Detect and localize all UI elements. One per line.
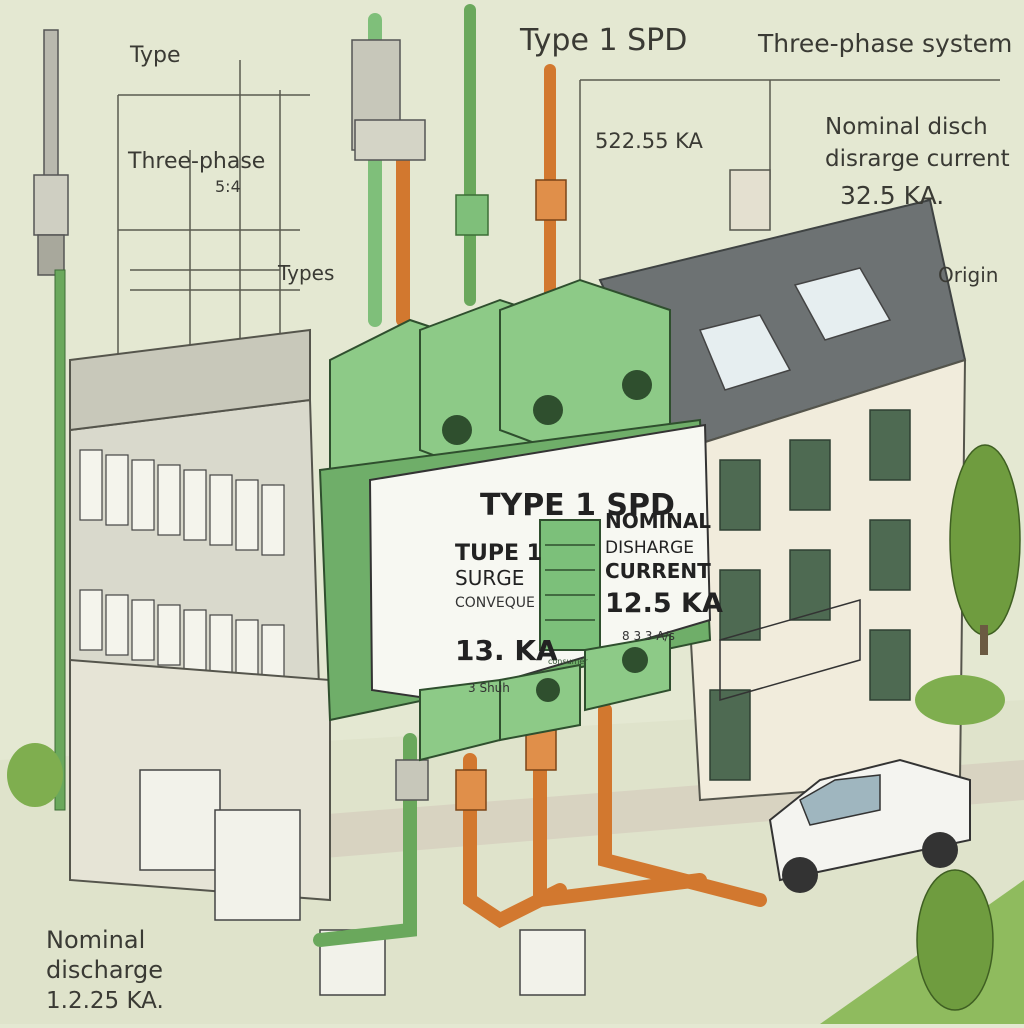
device-left-value: 13. KA	[455, 634, 558, 667]
bottom-value: 1.2.25 KA.	[46, 988, 164, 1014]
sketch-type-label: Type	[129, 43, 181, 68]
bottom-line2: discharge	[46, 956, 163, 984]
device-left-line3: CONVEQUE	[455, 595, 535, 611]
sketch-annotations	[117, 60, 1000, 430]
distribution-cabinet	[69, 328, 586, 996]
device-left-small: 3 Shuh	[468, 681, 510, 695]
left-conduit	[33, 29, 69, 811]
nominal-line1: Nominal disch	[825, 114, 988, 140]
indicator-label: consumer	[548, 657, 588, 666]
bottom-line1: Nominal	[46, 926, 145, 954]
sketch-value-label: 5:4	[215, 177, 241, 196]
device-title: TYPE 1 SPD	[480, 488, 675, 523]
top-right-label: Three-phase system	[757, 29, 1012, 58]
device-left-line1: TUPE 1	[455, 541, 542, 566]
nominal-value: 32.5 KA.	[840, 181, 944, 210]
device-right-line1: NOMINAL	[605, 509, 711, 533]
pickup-truck	[768, 758, 971, 893]
device-left-line2: SURGE	[455, 566, 524, 590]
top-title: Type 1 SPD	[519, 23, 687, 58]
cables	[313, 4, 767, 947]
sketch-three-phase-label: Three-phase	[127, 149, 265, 174]
nominal-line2: disrarge current	[825, 146, 1010, 172]
annotation-labels: Type 1 SPD Three-phase system Type Three…	[46, 23, 1012, 1014]
origin-label: Origin	[938, 263, 998, 287]
mid-value-label: 522.55 KA	[595, 129, 704, 153]
house	[598, 169, 967, 802]
device-right-small: 8 3 3 A/s	[622, 629, 675, 643]
device-right-line3: CURRENT	[605, 559, 711, 583]
spd-device: TYPE 1 SPD TUPE 1 SURGE CONVEQUE 13. KA …	[318, 278, 723, 762]
sketch-types-label: Types	[277, 261, 334, 285]
trees	[7, 444, 1021, 1011]
device-right-line2: DISHARGE	[605, 538, 694, 558]
device-right-value: 12.5 KA	[605, 588, 723, 619]
